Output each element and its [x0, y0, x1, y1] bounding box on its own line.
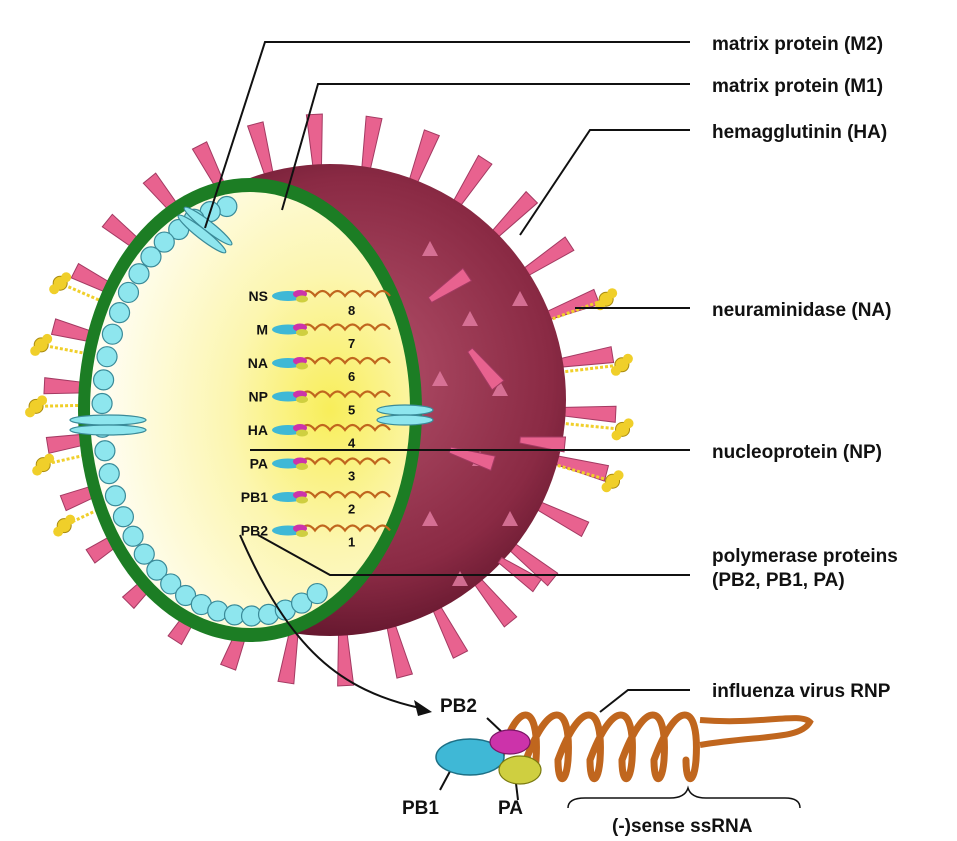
- label-m2: matrix protein (M2): [712, 34, 883, 55]
- m2-channel: [177, 206, 233, 254]
- ha-spike: [555, 346, 615, 368]
- label-pb1: PB1: [402, 798, 439, 819]
- hemagglutinin-spikes: [43, 113, 617, 687]
- segment-number: 4: [348, 435, 356, 450]
- m1-protein: [94, 440, 116, 462]
- ha-spike: [385, 620, 414, 679]
- label-pa: PA: [498, 798, 523, 819]
- m1-protein: [306, 582, 328, 605]
- spike-base: [492, 381, 508, 396]
- spike-base: [422, 241, 438, 256]
- pa-subunit: [498, 755, 542, 785]
- segment-name: NA: [248, 355, 268, 371]
- ha-spike: [558, 405, 617, 423]
- segment-name: NS: [249, 288, 268, 304]
- label-polymerase-list: (PB2, PB1, PA): [712, 570, 845, 591]
- m1-protein: [290, 592, 313, 614]
- m1-protein: [112, 506, 135, 528]
- ha-spike: [466, 347, 505, 391]
- label-pb2: PB2: [440, 696, 477, 717]
- m1-protein: [108, 302, 131, 324]
- spike-base: [502, 511, 518, 526]
- m1-protein: [140, 246, 162, 268]
- label-ssrna: (-)sense ssRNA: [612, 816, 753, 837]
- label-na: neuraminidase (NA): [712, 300, 891, 321]
- m1-protein: [153, 231, 175, 253]
- segment-number: 3: [348, 469, 355, 484]
- spike-base: [422, 511, 438, 526]
- na-spike: [25, 395, 99, 418]
- na-spike: [552, 462, 624, 493]
- ha-spike: [430, 602, 469, 659]
- ha-spike: [471, 575, 518, 628]
- ha-spike: [488, 190, 539, 241]
- rnp-detail: [435, 711, 814, 785]
- m1-protein: [174, 584, 197, 607]
- ha-spike: [407, 129, 441, 188]
- rnp-segment: HA 4: [248, 422, 391, 450]
- label-m1: matrix protein (M1): [712, 76, 883, 97]
- rnp-segment: M7: [256, 322, 391, 351]
- m1-protein: [122, 525, 144, 547]
- segment-number: 7: [348, 336, 355, 351]
- na-spike: [560, 353, 633, 376]
- matrix-m1-layer: [91, 195, 328, 627]
- m1-protein: [104, 485, 127, 507]
- ha-spike: [305, 113, 323, 172]
- m1-protein: [160, 573, 182, 595]
- rnp-segment: NS 8: [249, 288, 391, 318]
- na-spike: [560, 418, 634, 441]
- rnp-segment: NP 5: [249, 389, 391, 417]
- spike-base: [462, 311, 478, 326]
- virion-interior: [90, 192, 410, 628]
- label-ha: hemagglutinin (HA): [712, 122, 887, 143]
- segment-name: PA: [250, 456, 268, 472]
- spike-base: [432, 371, 448, 386]
- ha-spike: [519, 436, 567, 453]
- ha-spike: [450, 154, 493, 210]
- segment-name: PB1: [241, 489, 268, 505]
- m1-protein: [101, 323, 123, 345]
- pb1-subunit: [435, 738, 505, 776]
- ha-spike: [532, 499, 590, 538]
- m1-protein: [96, 346, 118, 368]
- segment-name: NP: [249, 389, 268, 405]
- m1-protein: [98, 463, 120, 485]
- rna-tail: [699, 715, 814, 748]
- segment-number: 5: [348, 402, 355, 417]
- spike-base: [512, 291, 528, 306]
- m2-channel: [376, 404, 434, 426]
- ha-spike: [360, 115, 383, 174]
- segment-number: 8: [348, 303, 355, 318]
- segment-number: 2: [348, 502, 355, 517]
- pb2-subunit: [489, 729, 531, 755]
- m1-protein: [91, 392, 113, 415]
- spike-base: [452, 571, 468, 586]
- label-rnp: influenza virus RNP: [712, 681, 891, 702]
- m1-protein: [92, 369, 115, 391]
- label-polymerase: polymerase proteins: [712, 546, 898, 567]
- m1-protein: [128, 263, 150, 285]
- segment-name: M: [256, 322, 268, 338]
- ha-spike: [427, 267, 473, 304]
- segment-number: 6: [348, 369, 355, 384]
- ha-spike: [246, 121, 275, 180]
- segment-number: 1: [348, 535, 355, 550]
- label-np: nucleoprotein (NP): [712, 442, 882, 463]
- segment-name: PB2: [241, 523, 268, 539]
- segment-name: HA: [248, 422, 268, 438]
- m1-protein: [133, 543, 155, 565]
- ha-spike: [550, 454, 610, 482]
- m2-channel: [69, 414, 147, 436]
- ha-spike: [519, 236, 575, 279]
- rnp-segment: PB2 1: [241, 523, 391, 550]
- rnp-segment: NA 6: [248, 355, 391, 384]
- m1-protein: [146, 559, 168, 581]
- rnp-segment: PB1 2: [241, 489, 391, 517]
- rnp-segment: PA 3: [250, 456, 391, 484]
- m1-protein: [117, 281, 140, 304]
